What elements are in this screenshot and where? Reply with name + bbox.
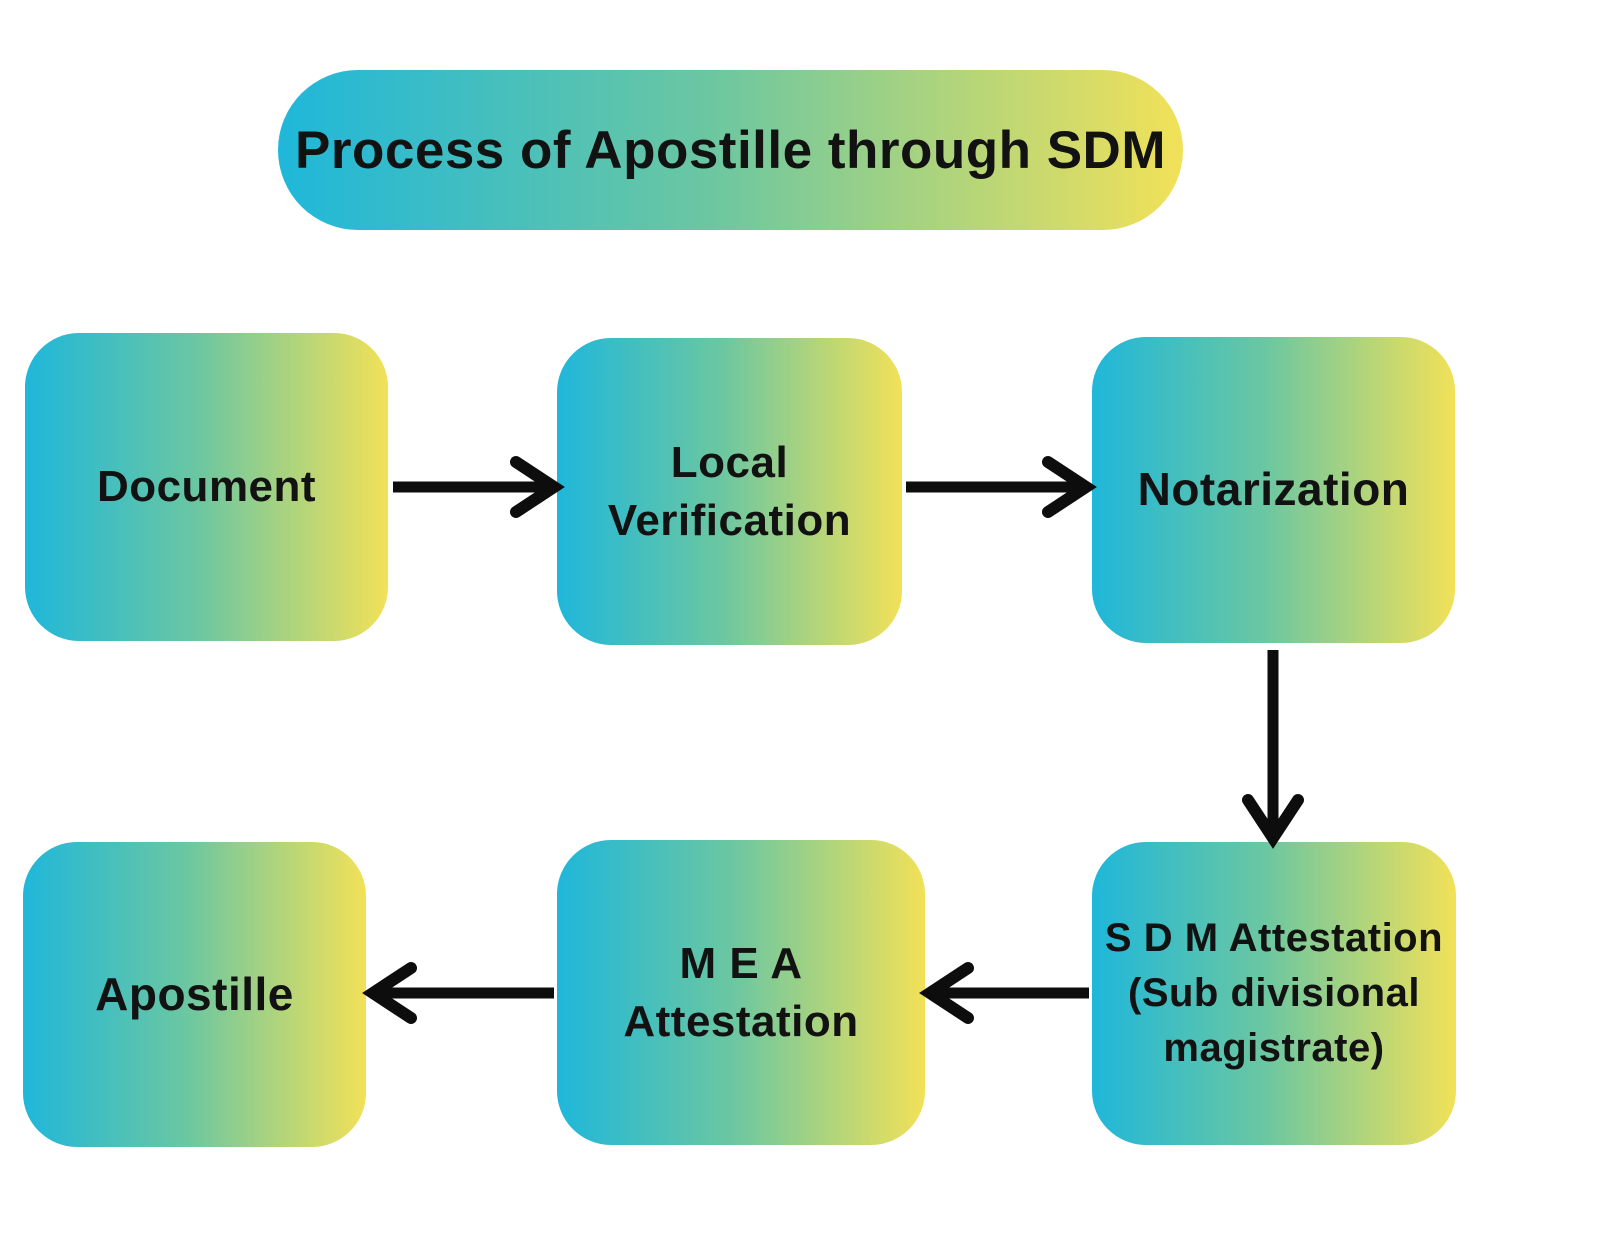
node-label: Local Verification — [607, 438, 852, 545]
arrow-sdm-attestation-to-mea-attestation-icon — [919, 962, 1089, 1024]
node-label: Notarization — [1137, 463, 1410, 516]
node-sdm-attestation: S D M Attestation (Sub divisional magist… — [1092, 842, 1456, 1145]
diagram-title-text: Process of Apostille through SDM — [295, 120, 1166, 180]
node-notarization: Notarization — [1092, 337, 1455, 643]
node-apostille: Apostille — [23, 842, 366, 1147]
arrow-notarization-to-sdm-attestation-icon — [1242, 650, 1304, 849]
arrow-local-verification-to-notarization-icon — [906, 456, 1097, 518]
node-label: Document — [96, 462, 317, 512]
node-local-verification: Local Verification — [557, 338, 902, 645]
node-label: Apostille — [95, 967, 294, 1020]
arrow-mea-attestation-to-apostille-icon — [362, 962, 554, 1024]
diagram-title: Process of Apostille through SDM — [278, 70, 1183, 230]
node-label: M E A Attestation — [623, 939, 859, 1046]
node-document: Document — [25, 333, 388, 641]
node-label: S D M Attestation (Sub divisional magist… — [1104, 915, 1444, 1071]
arrow-document-to-local-verification-icon — [393, 456, 565, 518]
node-mea-attestation: M E A Attestation — [557, 840, 925, 1145]
